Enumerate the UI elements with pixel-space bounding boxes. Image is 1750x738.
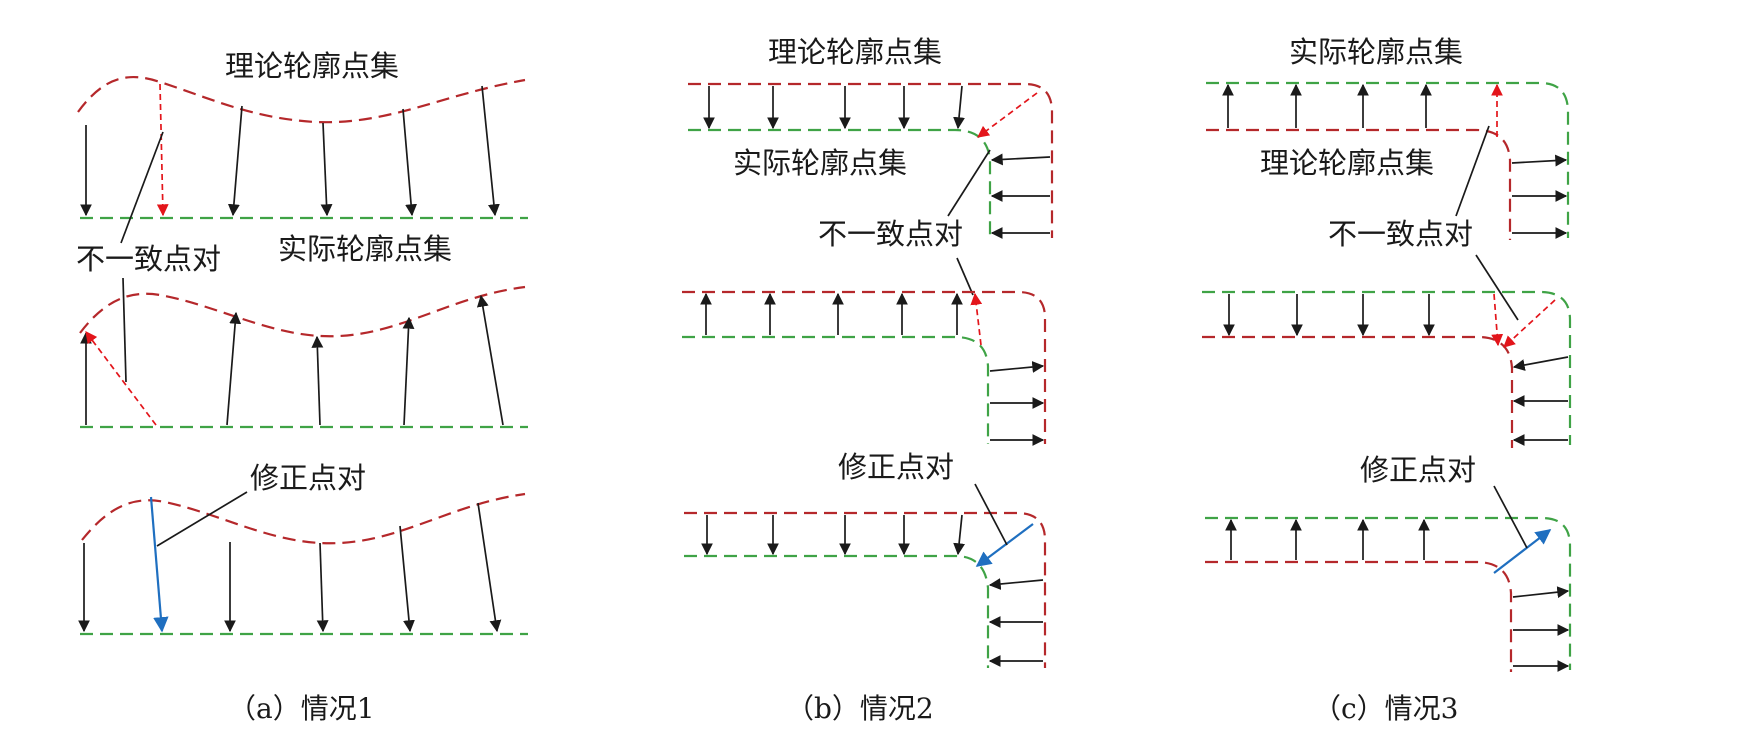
correspondence-arrow bbox=[1511, 154, 1568, 167]
panel-c-row-2 bbox=[1202, 290, 1572, 448]
corrected-arrow bbox=[975, 523, 1034, 567]
theoretical-label: 理论轮廓点集 bbox=[1260, 146, 1434, 180]
inconsistent-arrow bbox=[156, 83, 169, 217]
panel-a: 理论轮廓点集 实际轮廓点集 不一致点对 修正点对 bbox=[76, 49, 528, 725]
leader-line bbox=[974, 483, 1008, 546]
actual-contour bbox=[684, 554, 990, 668]
caption-c: （c）情况3 bbox=[1313, 692, 1459, 725]
panel-b: 理论轮廓点集 实际轮廓点集 不一致点对 bbox=[682, 35, 1054, 725]
correspondence-arrow bbox=[477, 502, 502, 633]
caption-a: （a）情况1 bbox=[228, 692, 375, 725]
correspondence-arrow bbox=[990, 153, 1051, 166]
panel-c-row-1 bbox=[1206, 81, 1570, 240]
leader-line bbox=[120, 131, 164, 244]
theoretical-contour bbox=[77, 76, 526, 124]
inconsistent-label: 不一致点对 bbox=[818, 217, 963, 251]
caption-b: （b）情况2 bbox=[786, 692, 934, 725]
correspondence-arrow bbox=[481, 85, 500, 217]
theoretical-contour bbox=[81, 492, 526, 545]
theoretical-label: 理论轮廓点集 bbox=[768, 35, 942, 69]
actual-contour bbox=[682, 335, 990, 444]
panel-a-row-1 bbox=[77, 76, 528, 220]
theoretical-contour bbox=[1202, 335, 1514, 448]
panel-c-row-3 bbox=[1205, 516, 1572, 672]
correspondence-arrow bbox=[402, 316, 415, 426]
theoretical-contour bbox=[1205, 560, 1513, 672]
leader-line bbox=[947, 149, 991, 217]
actual-contour bbox=[1202, 290, 1572, 445]
panel-a-row-3 bbox=[78, 492, 528, 636]
correspondence-arrow bbox=[316, 542, 329, 633]
leader-line bbox=[156, 491, 248, 547]
theoretical-contour bbox=[79, 285, 526, 338]
correspondence-arrow bbox=[402, 108, 418, 217]
corrected-arrow bbox=[1493, 529, 1552, 574]
panel-b-row-1 bbox=[688, 82, 1054, 239]
corrected-label: 修正点对 bbox=[250, 461, 366, 495]
leader-line bbox=[1455, 125, 1490, 217]
leader-line bbox=[956, 257, 974, 296]
theoretical-contour bbox=[682, 290, 1047, 444]
panel-c: 实际轮廓点集 理论轮廓点集 不一致点对 bbox=[1202, 35, 1572, 725]
correspondence-arrow bbox=[953, 85, 965, 130]
theoretical-label: 理论轮廓点集 bbox=[225, 49, 399, 83]
actual-contour bbox=[1205, 516, 1572, 670]
panel-a-row-2 bbox=[79, 285, 528, 429]
inconsistent-label: 不一致点对 bbox=[76, 242, 221, 276]
correspondence-arrow bbox=[399, 525, 415, 633]
correspondence-arrow bbox=[989, 361, 1045, 373]
correspondence-arrow bbox=[953, 514, 966, 556]
actual-contour bbox=[688, 128, 992, 238]
leader-line bbox=[1475, 254, 1519, 321]
corrected-label: 修正点对 bbox=[1360, 453, 1476, 487]
correspondence-arrow bbox=[476, 294, 504, 426]
inconsistent-arrow bbox=[1491, 293, 1504, 347]
inconsistent-label: 不一致点对 bbox=[1328, 217, 1473, 251]
correspondence-arrow bbox=[1512, 356, 1569, 371]
inconsistent-arrow bbox=[85, 331, 157, 426]
correspondence-arrow bbox=[988, 578, 1044, 590]
inconsistent-arrow bbox=[1503, 299, 1556, 348]
theoretical-contour bbox=[684, 511, 1047, 668]
correspondence-arrow bbox=[311, 335, 324, 426]
correspondence-arrow bbox=[227, 105, 243, 217]
corrected-label: 修正点对 bbox=[838, 450, 954, 484]
correspondence-arrow bbox=[226, 311, 242, 426]
leader-line bbox=[122, 277, 127, 383]
corrected-arrow bbox=[149, 496, 169, 633]
leader-line bbox=[1493, 485, 1528, 549]
inconsistent-arrow bbox=[977, 92, 1038, 138]
actual-label: 实际轮廓点集 bbox=[1289, 35, 1463, 69]
inconsistent-arrow bbox=[970, 292, 983, 346]
actual-label: 实际轮廓点集 bbox=[278, 232, 452, 266]
theoretical-contour bbox=[688, 82, 1054, 238]
panel-b-row-3 bbox=[684, 511, 1047, 668]
actual-label: 实际轮廓点集 bbox=[733, 146, 907, 180]
correspondence-arrow bbox=[320, 122, 333, 217]
panel-b-row-2 bbox=[682, 290, 1047, 446]
theoretical-contour bbox=[1206, 128, 1512, 240]
correspondence-arrow bbox=[1512, 586, 1570, 599]
